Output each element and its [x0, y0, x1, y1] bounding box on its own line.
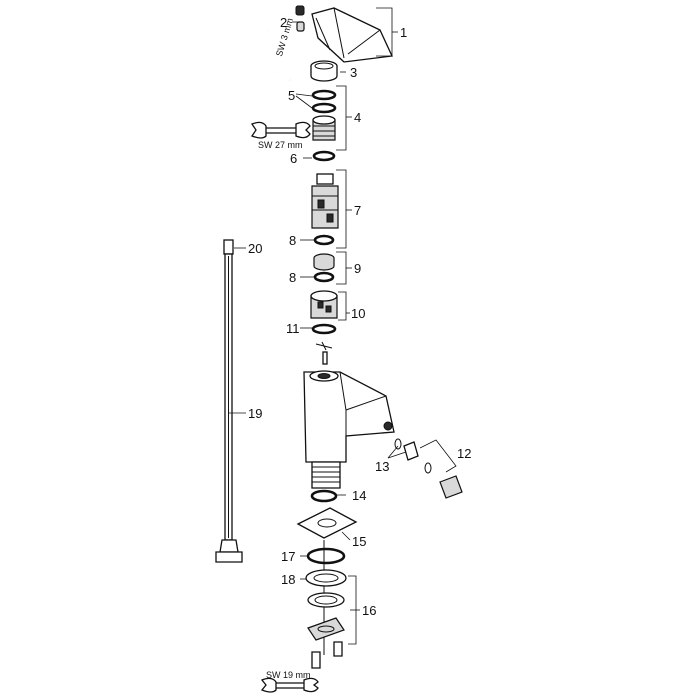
part-5-o-rings — [311, 89, 337, 114]
part-9-valve-insert — [313, 253, 335, 283]
label-wrench-sw19: SW 19 mm — [266, 670, 311, 680]
label-part-6: 6 — [290, 151, 297, 166]
part-20-hose-connector — [223, 239, 234, 255]
part-13-aerator-seal — [394, 438, 419, 461]
label-part-18: 18 — [281, 572, 295, 587]
label-part-4: 4 — [354, 110, 361, 125]
part-17-ring — [306, 547, 346, 565]
mixer-body — [303, 370, 395, 489]
label-part-16: 16 — [362, 603, 376, 618]
label-part-7: 7 — [354, 203, 361, 218]
label-part-11: 11 — [286, 321, 300, 336]
label-part-8-bottom: 8 — [289, 270, 296, 285]
wrench-sw27-tool — [251, 121, 311, 139]
label-part-14: 14 — [352, 488, 366, 503]
label-part-12: 12 — [457, 446, 471, 461]
part-2-grub-screw — [295, 5, 305, 32]
part-4-sleeve — [312, 115, 336, 141]
label-part-19: 19 — [248, 406, 262, 421]
part-3-collar — [310, 60, 338, 82]
label-part-1: 1 — [400, 25, 407, 40]
part-12-aerator — [424, 462, 463, 499]
label-part-15: 15 — [352, 534, 366, 549]
part-1-spout-cover — [311, 7, 393, 63]
label-part-5: 5 — [288, 88, 295, 103]
part-10-element — [310, 290, 338, 319]
wrench-sw19-tool — [260, 677, 319, 693]
part-8-seal-top — [313, 234, 335, 246]
part-18-washer — [305, 569, 347, 587]
part-16-fixing-set — [307, 592, 345, 669]
label-part-17: 17 — [281, 549, 295, 564]
label-part-9: 9 — [354, 261, 361, 276]
part-6-o-ring — [312, 150, 336, 162]
leader-lines — [229, 7, 457, 645]
part-14-gasket — [310, 489, 338, 503]
part-11-o-ring — [311, 323, 337, 335]
label-part-3: 3 — [350, 65, 357, 80]
label-part-2: 2 — [280, 15, 287, 30]
part-15-plate — [296, 507, 358, 539]
part-7-cartridge — [311, 173, 339, 229]
part-19-supply-hose — [215, 253, 243, 563]
part-labels: 1 2 3 4 5 6 7 8 9 8 10 11 12 13 14 15 16… — [248, 15, 471, 618]
label-part-20: 20 — [248, 241, 262, 256]
label-hex-key-size: SW 3 mm — [274, 17, 295, 58]
label-wrench-sw27: SW 27 mm — [258, 140, 303, 150]
hex-key-tool — [260, 29, 291, 81]
label-part-8-top: 8 — [289, 233, 296, 248]
label-part-13: 13 — [375, 459, 389, 474]
label-part-10: 10 — [351, 306, 365, 321]
pin-parts — [315, 341, 333, 365]
